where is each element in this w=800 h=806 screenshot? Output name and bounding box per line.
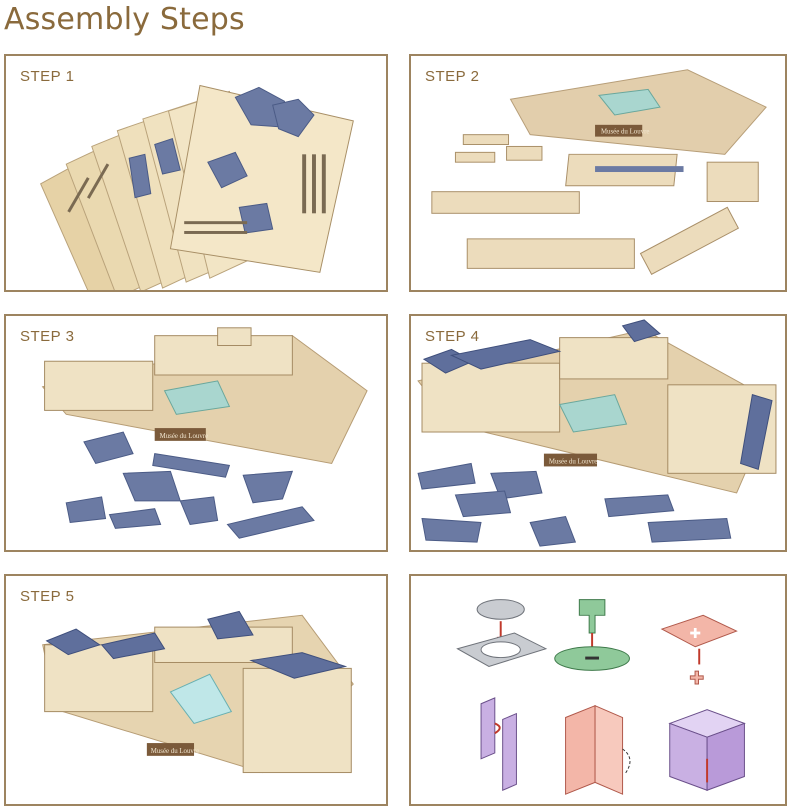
step-2-sign: Musée du Louvre <box>601 129 650 136</box>
page-title: Assembly Steps <box>4 2 245 37</box>
step-5-label: STEP 5 <box>20 588 75 605</box>
step-3-panel: STEP 3 Musée du Louvre <box>4 314 388 552</box>
box-join-icon <box>668 709 746 791</box>
step-4-illustration: Musée du Louvre <box>417 319 777 547</box>
step-5-illustration: Musée du Louvre <box>42 610 354 774</box>
tab-slot-icon <box>456 599 548 667</box>
step-3-illustration: Musée du Louvre <box>41 327 368 539</box>
cross-join-icon: ✚ ✚ <box>660 614 738 690</box>
step-4-sign: Musée du Louvre <box>549 458 598 465</box>
step-2-illustration: Musée du Louvre <box>431 69 767 276</box>
punch-out-sheets <box>40 84 354 290</box>
step-4-panel: STEP 4 Musée du Louvre <box>409 314 787 552</box>
joining-guide-panel: ✚ ✚ <box>409 574 787 806</box>
fold-join-icon <box>565 704 631 795</box>
step-1-sheets-illustration <box>40 84 354 290</box>
insert-tab-icon <box>554 599 630 671</box>
step-5-sign: Musée du Louvre <box>151 748 199 755</box>
step-2-panel: STEP 2 Musée du Louvre <box>409 54 787 292</box>
step-5-panel: STEP 5 Musée du Louvre <box>4 574 388 806</box>
hook-join-icon <box>480 697 517 791</box>
step-3-sign: Musée du Louvre <box>160 433 209 440</box>
step-2-label: STEP 2 <box>425 68 480 85</box>
joining-guide-illustration: ✚ ✚ <box>456 599 746 795</box>
step-1-panel: STEP 1 <box>4 54 388 292</box>
svg-text:✚: ✚ <box>689 626 701 642</box>
svg-text:✚: ✚ <box>689 669 704 689</box>
step-4-label: STEP 4 <box>425 328 480 345</box>
step-1-label: STEP 1 <box>20 68 75 85</box>
step-3-label: STEP 3 <box>20 328 75 345</box>
